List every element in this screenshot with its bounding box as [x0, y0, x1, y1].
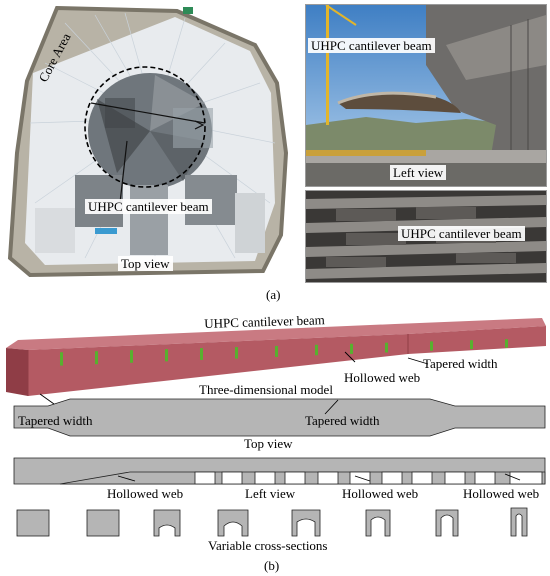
section-3 [153, 509, 181, 537]
section-2 [86, 509, 120, 537]
model-tapered-label: Tapered width [423, 356, 498, 371]
model-caption: Three-dimensional model [199, 382, 333, 397]
stiffeners [60, 339, 508, 366]
section-7 [435, 509, 459, 537]
section-5 [291, 509, 321, 537]
panel-b-caption: (b) [264, 558, 280, 573]
left-caption: Left view [245, 486, 296, 501]
hollowed-leader-3 [504, 473, 521, 481]
beam-photo-label: UHPC cantilever beam [398, 226, 525, 241]
stiffener-plate [165, 349, 168, 362]
top-tapered-left-label: Tapered width [18, 413, 93, 428]
stiffener-plate [95, 351, 98, 365]
model-hollowed-leader [344, 351, 356, 363]
stiffener-plate [200, 348, 203, 360]
hollow-openings [194, 471, 543, 485]
hollow-opening [411, 471, 433, 485]
top-photo-beam-label: UHPC cantilever beam [85, 199, 212, 214]
stiffener-plate [130, 350, 133, 363]
beam-3d-model [6, 318, 546, 396]
section-1 [16, 509, 50, 537]
left-hollowed-label-1: Hollowed web [107, 486, 184, 501]
top-caption: Top view [244, 436, 293, 451]
stiffener-plate [235, 347, 238, 359]
hollow-opening [284, 471, 306, 485]
stiffener-plate [430, 341, 433, 351]
tapered-left-leader [39, 393, 55, 405]
hollow-opening [474, 471, 496, 485]
top-tapered-right-label: Tapered width [305, 413, 380, 428]
beam-top-view [13, 398, 546, 437]
hollow-opening [317, 471, 339, 485]
top-view-illustration [7, 5, 289, 278]
hollow-opening [381, 471, 403, 485]
tapered-right-leader [324, 399, 339, 415]
section-8 [510, 507, 528, 537]
stiffener-plate [470, 340, 473, 350]
left-view-illustration [306, 5, 546, 186]
hollow-opening [221, 471, 243, 485]
panel-a-caption: (a) [266, 287, 281, 302]
top-view-photo [5, 3, 292, 280]
left-hollowed-label-3: Hollowed web [463, 486, 540, 501]
stiffener-plate [60, 352, 63, 366]
section-4 [217, 509, 249, 537]
left-photo-beam-label: UHPC cantilever beam [308, 38, 435, 53]
hollowed-leader-2 [354, 475, 371, 482]
left-photo-view-label: Left view [390, 165, 447, 180]
stiffener-plate [350, 343, 353, 354]
top-photo-view-label: Top view [118, 256, 173, 271]
hollow-opening [194, 471, 216, 485]
hollow-opening [254, 471, 276, 485]
hollow-opening [444, 471, 466, 485]
hollow-opening [509, 471, 543, 485]
stiffener-plate [275, 345, 278, 357]
section-6 [365, 509, 391, 537]
left-view-photo [305, 4, 547, 187]
sections-caption: Variable cross-sections [208, 538, 328, 553]
stiffener-plate [385, 342, 388, 353]
panel-b-drawing [6, 318, 546, 537]
model-hollowed-label: Hollowed web [344, 370, 421, 385]
hollowed-leader-1 [117, 475, 136, 482]
model-tapered-leader [407, 357, 429, 365]
left-hollowed-label-2: Hollowed web [342, 486, 419, 501]
cross-sections [16, 507, 528, 537]
stiffener-plate [505, 339, 508, 348]
stiffener-plate [315, 344, 318, 356]
